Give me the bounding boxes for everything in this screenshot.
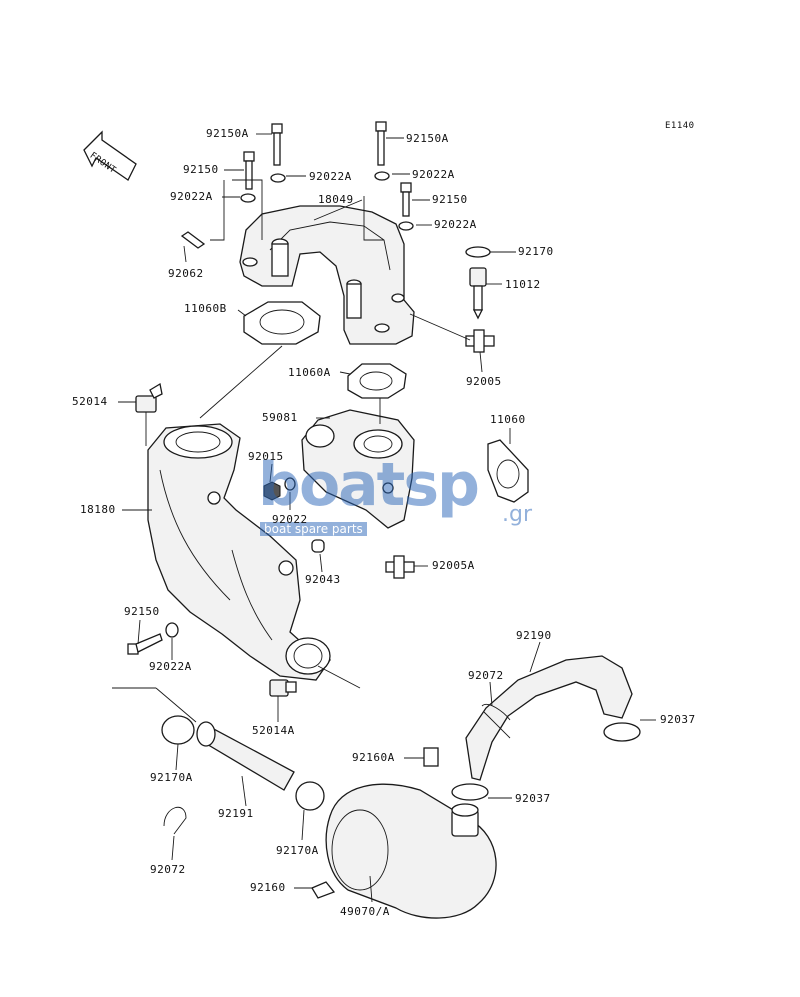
label-92022A-3: 92022A <box>170 190 213 203</box>
adapter-59081 <box>301 409 415 529</box>
washer-92022A-4 <box>398 221 414 231</box>
washer-92022A-1 <box>270 173 286 183</box>
hose-92190 <box>465 655 633 781</box>
diagram-code: E1140 <box>665 121 695 131</box>
collar-92043 <box>311 539 325 553</box>
label-92037-middle: 92037 <box>515 792 551 805</box>
label-52014A: 52014A <box>252 724 295 737</box>
muffler-49070A <box>325 783 497 919</box>
washer-92022 <box>284 477 296 491</box>
clamp-92170A-right <box>295 781 325 811</box>
label-18180: 18180 <box>80 503 116 516</box>
tee-92005A <box>385 555 415 579</box>
washer-92022A-3 <box>240 193 256 203</box>
gasket-11060 <box>487 439 529 503</box>
tee-92005 <box>465 329 495 353</box>
clip-92072-upper <box>481 704 511 721</box>
fitting-11012 <box>469 267 487 320</box>
label-52014: 52014 <box>72 395 108 408</box>
label-92022A-2: 92022A <box>412 168 455 181</box>
label-92072-upper: 92072 <box>468 669 504 682</box>
label-92170A-left: 92170A <box>150 771 193 784</box>
clamp-92037-middle <box>451 783 489 801</box>
label-92170: 92170 <box>518 245 554 258</box>
label-92037-right: 92037 <box>660 713 696 726</box>
clamp-92170 <box>465 246 491 258</box>
label-92043: 92043 <box>305 573 341 586</box>
label-92005: 92005 <box>466 375 502 388</box>
label-59081: 59081 <box>262 411 298 424</box>
label-92160A: 92160A <box>352 751 395 764</box>
watermark-tld: .gr <box>502 502 533 527</box>
washer-92022A-5 <box>165 622 179 638</box>
elbow-52014A <box>269 679 297 697</box>
nut-92015 <box>263 481 281 501</box>
bolt-92150-lower <box>127 633 163 655</box>
label-18049: 18049 <box>318 193 354 206</box>
bolt-92150-right <box>400 182 412 217</box>
label-92022A-4: 92022A <box>434 218 477 231</box>
label-92022: 92022 <box>272 513 308 526</box>
label-92072-lower: 92072 <box>150 863 186 876</box>
gasket-11060B <box>243 301 321 345</box>
washer-92022A-2 <box>374 171 390 181</box>
label-92022A-5: 92022A <box>149 660 192 673</box>
watermark-tagline: boat spare parts <box>260 522 367 536</box>
label-92150A-left: 92150A <box>206 127 249 140</box>
gasket-11060A <box>347 363 407 399</box>
label-11012: 11012 <box>505 278 541 291</box>
label-92015: 92015 <box>248 450 284 463</box>
bolt-92150-upper <box>243 151 255 190</box>
sleeve-92191 <box>196 721 295 791</box>
label-92150A-right: 92150A <box>406 132 449 145</box>
elbow-52014 <box>135 382 163 413</box>
tag-92160A <box>423 747 439 767</box>
front-arrow-icon <box>83 130 137 181</box>
label-11060B: 11060B <box>184 302 227 315</box>
leader-lines <box>112 133 656 903</box>
bolt-92150A-left <box>271 123 283 166</box>
label-92005A: 92005A <box>432 559 475 572</box>
clamp-92037-right <box>603 722 641 742</box>
label-11060A: 11060A <box>288 366 331 379</box>
label-92190: 92190 <box>516 629 552 642</box>
stud-92062 <box>180 231 206 249</box>
manifold-18049 <box>239 205 415 345</box>
label-92150-lower: 92150 <box>124 605 160 618</box>
clamp-92170A-left <box>161 715 195 745</box>
label-92170A-right: 92170A <box>276 844 319 857</box>
pad-92160 <box>311 881 336 899</box>
label-92150-right: 92150 <box>432 193 468 206</box>
exhaust-pipe-18180 <box>147 423 331 681</box>
label-92022A-1: 92022A <box>309 170 352 183</box>
label-92191: 92191 <box>218 807 254 820</box>
bolt-92150A-right <box>375 121 387 166</box>
label-92062: 92062 <box>168 267 204 280</box>
label-92160: 92160 <box>250 881 286 894</box>
label-49070A: 49070/A <box>340 905 390 918</box>
label-11060: 11060 <box>490 413 526 426</box>
clip-92072-lower <box>163 806 187 835</box>
watermark-brand: boatsp <box>258 450 480 520</box>
watermark: boatsp .gr boat spare parts <box>258 450 548 540</box>
label-92150-upper: 92150 <box>183 163 219 176</box>
